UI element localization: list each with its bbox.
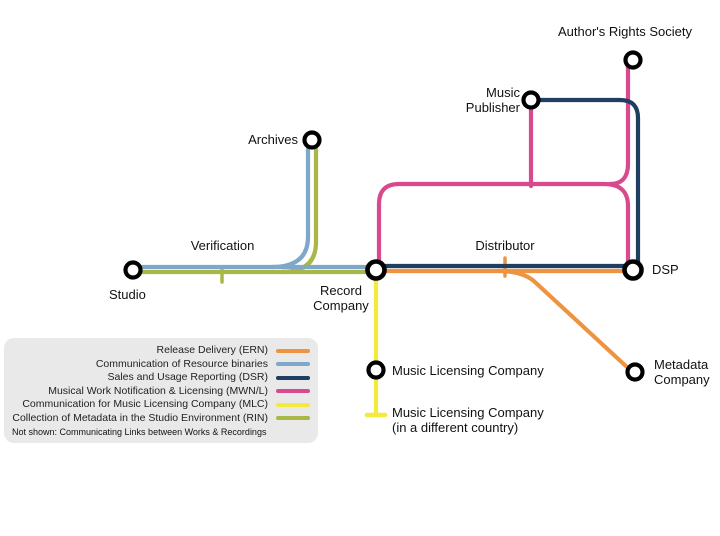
label-record-company: Record Company: [313, 283, 369, 313]
line-binaries-archives-branch: [269, 141, 311, 270]
station-studio: [123, 260, 143, 280]
mwnl-color-swatch: [276, 389, 310, 394]
station-authors-rights-society: [623, 50, 643, 70]
legend-item-binaries: Communication of Resource binaries: [12, 358, 310, 372]
legend-item-dsr: Sales and Usage Reporting (DSR): [12, 371, 310, 385]
label-studio: Studio: [109, 287, 146, 302]
label-dsp: DSP: [652, 262, 679, 277]
line-mwnl-main: [376, 181, 631, 268]
legend-item-mwnl: Musical Work Notification & Licensing (M…: [12, 385, 310, 399]
line-dsr-vertical: [536, 97, 641, 268]
legend-item-mlc: Communication for Music Licensing Compan…: [12, 398, 310, 412]
line-rin-archives-branch: [279, 141, 319, 275]
label-music-licensing-company-foreign: Music Licensing Company (in a different …: [392, 405, 544, 435]
station-music-licensing-company: [366, 360, 386, 380]
legend-note: Not shown: Communicating Links between W…: [12, 427, 267, 437]
mlc-color-swatch: [276, 402, 310, 407]
station-dsp: [622, 259, 644, 281]
station-archives: [302, 130, 322, 150]
label-music-licensing-company: Music Licensing Company: [392, 363, 544, 378]
label-archives: Archives: [248, 132, 298, 147]
legend-item-ern: Release Delivery (ERN): [12, 344, 310, 358]
ern-color-swatch: [276, 348, 310, 353]
rin-color-swatch: [276, 416, 310, 421]
label-music-publisher: Music Publisher: [465, 85, 520, 115]
label-authors-rights-society: Author's Rights Society: [558, 24, 692, 39]
label-distributor: Distributor: [475, 238, 535, 253]
line-ern-metadata-branch: [495, 268, 631, 371]
station-metadata-company: [625, 362, 645, 382]
binaries-color-swatch: [276, 362, 310, 367]
label-verification: Verification: [190, 238, 255, 253]
legend: Release Delivery (ERN) Communication of …: [4, 338, 318, 443]
station-record-company: [365, 259, 387, 281]
station-music-publisher: [521, 90, 541, 110]
dsr-color-swatch: [276, 375, 310, 380]
label-metadata-company: Metadata Company: [654, 357, 710, 387]
line-mwnl-society-branch: [607, 59, 631, 187]
legend-item-rin: Collection of Metadata in the Studio Env…: [12, 412, 310, 426]
